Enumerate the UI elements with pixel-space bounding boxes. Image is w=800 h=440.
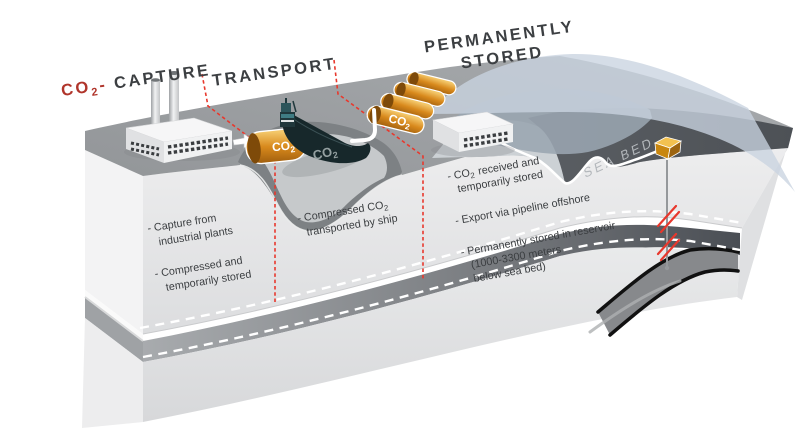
separator-capture-transport [201,73,276,303]
reservoir-fill [598,248,738,335]
tcylinder-co2-main: CO [387,111,408,129]
reservoir-faint-line [588,279,682,334]
ship-co2-main: CO [311,144,333,163]
stored-b1-co2: - CO [446,167,471,183]
well-tip [664,265,670,271]
tcylinder-co2-sub: 2 [404,122,411,132]
wellhead-side [667,140,682,160]
capture-title-sub: 2 [91,86,101,99]
section-separators [201,59,424,303]
separator-transport-stored [333,59,424,281]
factory-windows [130,136,229,157]
upper-block-face [143,148,788,334]
block-gap-left [85,290,143,341]
upper-block-left-face [85,150,143,334]
cylinder-front: CO2 [366,105,425,135]
reservoir-layers [588,246,740,337]
capture-section-title: CO2-CAPTURE [60,61,212,103]
cylinder-co2-label: CO2 [271,138,296,156]
loading-pipe [350,108,378,143]
block-front-faces [82,128,793,428]
cylinder-co2-main: CO [271,139,290,155]
caprock-band-bevel [84,296,144,342]
transport-title-text: TRANSPORT [211,55,337,90]
lower-block-left-face [82,318,143,428]
capture-title-dash: - [98,76,108,95]
upper-block-bottom-edge [142,216,743,335]
transport-b1-sub: 2 [383,203,389,213]
terminal-left-wall [433,120,459,152]
stored-b1-sub: 2 [470,171,476,181]
wellhead-icon [654,136,682,160]
water-surface-layer [428,53,795,192]
ship-co2-sub: 2 [332,150,339,161]
svg-text:CO2-CAPTURE: CO2-CAPTURE [60,61,212,103]
boundary-dashed-line-lower [142,237,741,359]
ship-co2-label: CO2 [311,143,339,165]
transport-section-title: TRANSPORT [211,55,337,90]
capture-title-co2: CO [60,78,92,100]
capture-title-text: CAPTURE [113,61,212,92]
tcylinder-co2-label: CO2 [387,111,413,132]
boundary-dashed-line-upper [139,209,743,330]
ship-superstructure [280,98,297,127]
chimney-icon [151,71,179,133]
cylinder-co2-sub: 2 [290,144,296,154]
cylinder-end-cap [247,133,261,164]
ship-deck-line [291,117,353,148]
block-gap [143,216,742,341]
reservoir-top-line [596,246,740,314]
receiving-terminal-icon [431,111,515,157]
ship-bridge-accent [281,114,294,118]
terminal-windows [463,131,509,148]
factory-left-wall [126,128,164,163]
lower-block-face [143,247,740,422]
bay-shoreline [239,164,403,232]
svg-text:CO2: CO2 [311,143,339,165]
transport-cylinders-icon: CO2 [350,71,457,143]
ship-icon: CO2 [280,98,371,178]
reservoir-bottom-line [608,268,740,337]
caprock-band [143,224,740,362]
ship-hull [281,109,371,164]
well-break-marks [656,204,681,262]
factory-icon [124,71,255,163]
caprock-band-left-face [85,297,143,362]
